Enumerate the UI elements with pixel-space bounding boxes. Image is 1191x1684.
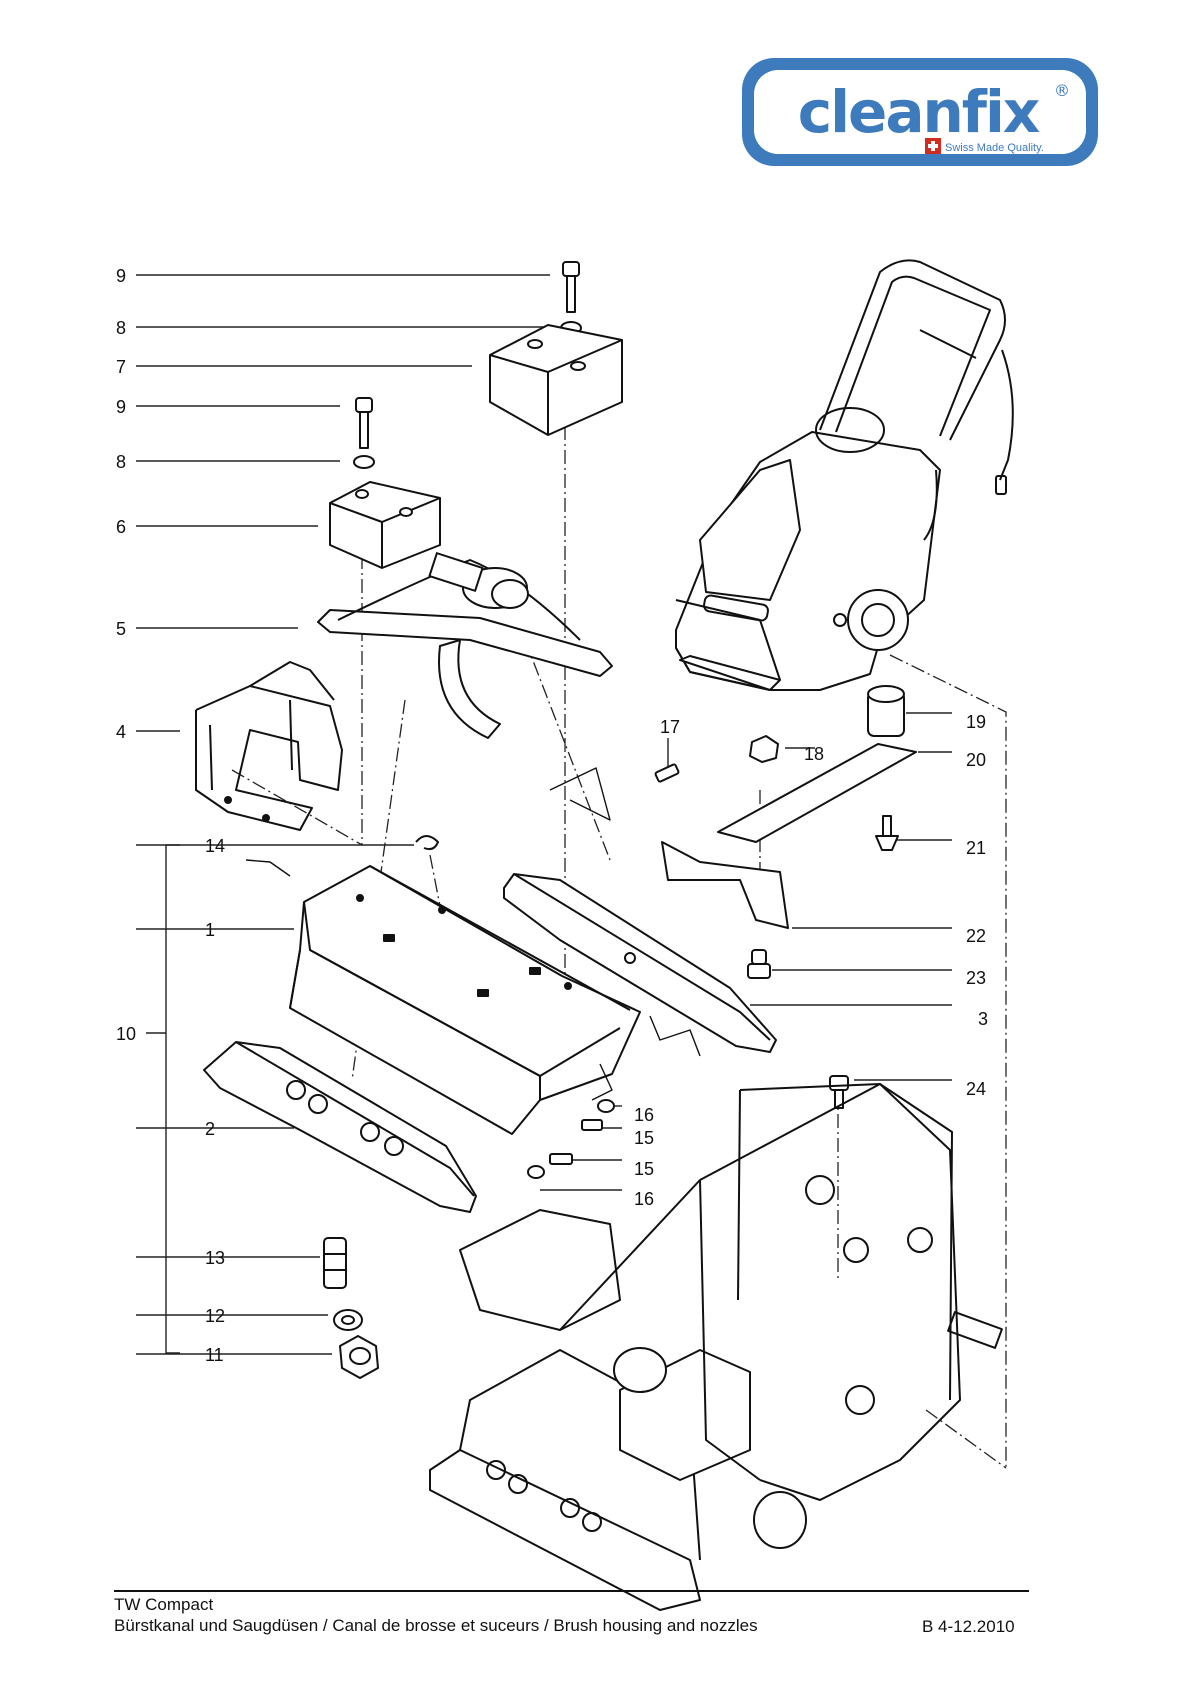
- part-9-screw-second: [356, 398, 372, 448]
- part-7-weight-block: [490, 325, 622, 435]
- part-13-hose-fitting: [324, 1238, 346, 1288]
- callout-12: 12: [205, 1306, 225, 1326]
- callout-24: 24: [966, 1079, 986, 1099]
- part-19-roller: [868, 686, 904, 736]
- callout-21: 21: [966, 838, 986, 858]
- part-23-screw: [748, 950, 770, 978]
- part-6-small-block: [330, 482, 440, 568]
- parts: [196, 260, 1013, 1610]
- callout-1: 1: [205, 920, 215, 940]
- callout-3: 3: [978, 1009, 988, 1029]
- part-14-clip: [416, 836, 438, 849]
- part-21-screw: [876, 816, 898, 850]
- callout-15-upper: 15: [634, 1128, 654, 1148]
- part-4-bracket: [196, 662, 342, 830]
- part-16-washer-upper: [598, 1100, 614, 1112]
- part-18-nut: [750, 736, 778, 762]
- callout-4: 4: [116, 722, 126, 742]
- logo-wordmark: cleanfix: [798, 78, 1040, 146]
- part-12-ring: [334, 1310, 362, 1330]
- footer-model-name: TW Compact: [114, 1595, 213, 1615]
- part-9-screw-top: [563, 262, 579, 312]
- part-11-nut: [340, 1336, 378, 1378]
- callout-7: 7: [116, 357, 126, 377]
- part-16-washer-lower: [528, 1166, 544, 1178]
- part-17-screw: [655, 764, 679, 782]
- footer-rule: [114, 1590, 1029, 1592]
- callout-11: 11: [205, 1345, 224, 1365]
- callout-19: 19: [966, 712, 986, 732]
- callout-22: 22: [966, 926, 986, 946]
- part-15-screw-lower: [550, 1154, 572, 1164]
- complete-machine-illustration: [676, 260, 1013, 690]
- callout-23: 23: [966, 968, 986, 988]
- callout-9-second: 9: [116, 397, 126, 417]
- logo-registered-mark: ®: [1054, 81, 1070, 100]
- callout-15-lower: 15: [634, 1159, 654, 1179]
- callout-20: 20: [966, 750, 986, 770]
- callout-18: 18: [804, 744, 824, 764]
- part-22-bracket: [662, 842, 788, 928]
- footer-document-code: B 4-12.2010: [922, 1617, 1015, 1637]
- callout-2: 2: [205, 1119, 215, 1139]
- part-15-screw-upper: [582, 1120, 602, 1130]
- callout-5: 5: [116, 619, 126, 639]
- callout-16-upper: 16: [634, 1105, 654, 1125]
- callout-16-lower: 16: [634, 1189, 654, 1209]
- footer-description: Bürstkanal und Saugdüsen / Canal de bros…: [114, 1616, 758, 1636]
- callout-6: 6: [116, 517, 126, 537]
- callout-14: 14: [205, 836, 225, 856]
- callout-17: 17: [660, 717, 680, 737]
- machine-frame-assembly: [430, 1084, 1002, 1610]
- callout-8-top: 8: [116, 318, 126, 338]
- logo-tagline: Swiss Made Quality.: [945, 142, 1044, 154]
- callout-9-top: 9: [116, 266, 126, 286]
- callout-10: 10: [116, 1024, 136, 1044]
- callout-8-second: 8: [116, 452, 126, 472]
- part-8-washer-second: [354, 456, 374, 468]
- callout-13: 13: [205, 1248, 225, 1268]
- cleanfix-logo: cleanfix ® Swiss Made Quality.: [742, 58, 1098, 166]
